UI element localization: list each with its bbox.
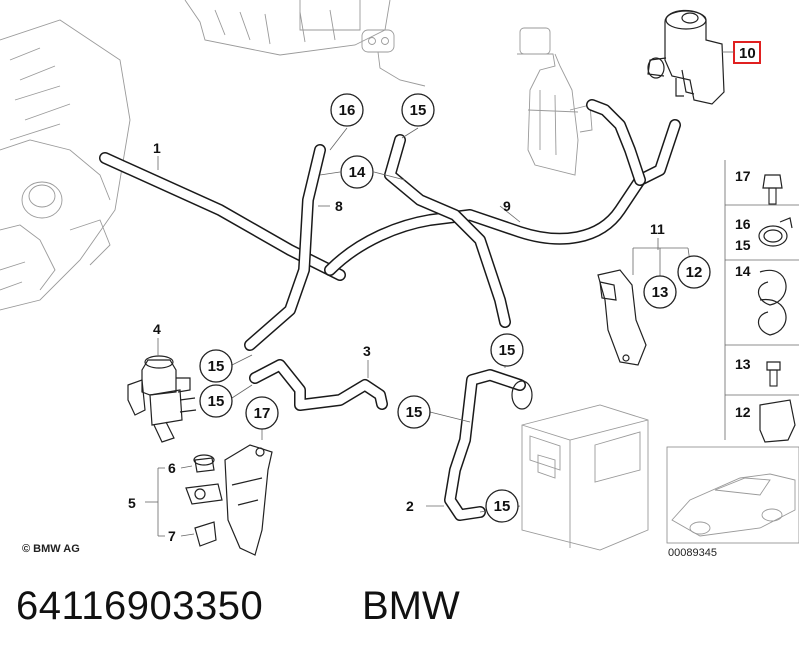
circle-callout-14: 14 [340, 155, 374, 189]
svg-text:15: 15 [208, 358, 225, 375]
auxiliary-water-pump: 10 [647, 9, 761, 105]
drawing-number: 00089345 [668, 547, 717, 559]
callout-8: 8 [335, 198, 343, 214]
callouts-plain: 1 2 3 4 5 6 7 8 9 11 [128, 140, 665, 544]
callout-11: 11 [650, 221, 665, 237]
circle-callout-15-mid: 15 [490, 333, 524, 367]
svg-text:14: 14 [349, 164, 366, 181]
bracket-11 [597, 269, 647, 366]
clip-7 [194, 521, 217, 547]
parts-diagram: 10 [0, 0, 799, 559]
hose-1 [99, 152, 346, 281]
heater-box-outline [521, 404, 649, 551]
circle-callout-17: 17 [245, 396, 279, 430]
copyright-notice: © BMW AG [22, 543, 80, 555]
expansion-tank [517, 27, 593, 176]
clip-6 [193, 454, 215, 473]
callout-2: 2 [406, 498, 414, 514]
sidebar-label-14: 14 [735, 263, 751, 279]
circle-callout-13: 13 [643, 275, 677, 309]
part-number: 64116903350 [16, 584, 264, 628]
callout-5: 5 [128, 495, 136, 511]
brand-name: BMW [362, 584, 460, 628]
hose-upper-15 [384, 134, 511, 328]
valve-4 [127, 355, 197, 443]
hose-8 [244, 144, 326, 351]
intake-outline [184, 0, 426, 87]
circle-callout-15-center: 15 [397, 395, 431, 429]
sidebar-labels: 17 16 15 14 13 12 [735, 168, 751, 420]
svg-text:17: 17 [254, 405, 271, 422]
hardware-sidebar [724, 160, 799, 443]
circle-callout-12: 12 [677, 255, 711, 289]
callout-9: 9 [503, 198, 511, 214]
svg-text:16: 16 [339, 102, 356, 119]
svg-text:12: 12 [686, 264, 703, 281]
circle-callout-15-left-a: 15 [199, 349, 233, 383]
footer: 64116903350 BMW [10, 584, 790, 644]
svg-text:15: 15 [494, 498, 511, 515]
circle-callout-15-top: 15 [401, 93, 435, 127]
callout-3: 3 [363, 343, 371, 359]
circle-callout-16: 16 [330, 93, 364, 127]
svg-text:15: 15 [406, 404, 423, 421]
callout-7: 7 [168, 528, 176, 544]
sidebar-label-16: 16 [735, 216, 751, 232]
hose-9 [324, 99, 681, 276]
sidebar-label-13: 13 [735, 356, 751, 372]
hose-2 [444, 369, 533, 521]
bracket-17 [185, 444, 273, 556]
vehicle-thumbnail: 00089345 [666, 446, 799, 559]
sidebar-label-15: 15 [735, 237, 751, 253]
circle-callout-15-left-b: 15 [199, 384, 233, 418]
circle-callout-15-bottom: 15 [485, 489, 519, 523]
svg-text:15: 15 [410, 102, 427, 119]
svg-text:13: 13 [652, 284, 669, 301]
hose-3 [249, 359, 388, 411]
svg-text:15: 15 [499, 342, 516, 359]
callout-1: 1 [153, 140, 161, 156]
callout-10: 10 [739, 45, 756, 62]
sidebar-label-12: 12 [735, 404, 751, 420]
svg-text:15: 15 [208, 393, 225, 410]
callout-4: 4 [153, 321, 161, 337]
sidebar-label-17: 17 [735, 168, 751, 184]
callout-6: 6 [168, 460, 176, 476]
callouts-circled: 16 15 14 15 15 15 17 15 [199, 93, 711, 523]
